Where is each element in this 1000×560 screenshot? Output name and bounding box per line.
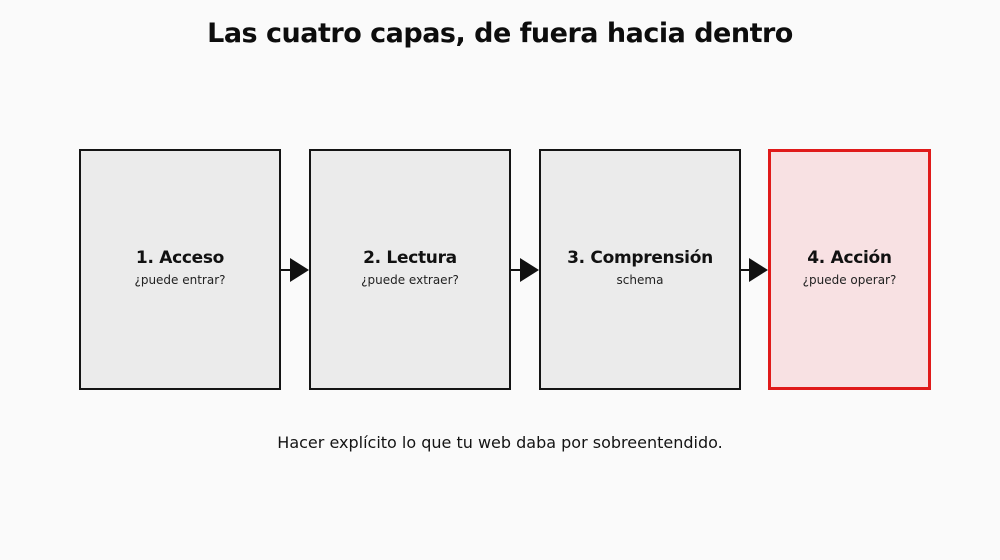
layer-title: 2. Lectura xyxy=(363,248,457,268)
layer-subtitle: schema xyxy=(616,273,664,287)
arrow-reading-to-comprehension xyxy=(511,258,539,282)
layer-subtitle: ¿puede operar? xyxy=(802,273,897,287)
layer-box-access: 1. Acceso ¿puede entrar? xyxy=(79,149,281,390)
layer-title: 1. Acceso xyxy=(135,248,225,268)
layer-box-comprehension: 3. Comprensión schema xyxy=(539,149,741,390)
diagram-title: Las cuatro capas, de fuera hacia dentro xyxy=(207,18,793,49)
layer-box-action: 4. Acción ¿puede operar? xyxy=(768,149,931,390)
layer-subtitle: ¿puede entrar? xyxy=(134,273,226,287)
arrow-comprehension-to-action xyxy=(741,258,768,282)
layer-title: 3. Comprensión xyxy=(567,248,713,268)
layer-subtitle: ¿puede extraer? xyxy=(361,273,459,287)
layer-box-reading: 2. Lectura ¿puede extraer? xyxy=(309,149,511,390)
diagram-caption: Hacer explícito lo que tu web daba por s… xyxy=(277,433,723,452)
layer-title: 4. Acción xyxy=(807,248,892,268)
arrow-access-to-reading xyxy=(281,258,309,282)
